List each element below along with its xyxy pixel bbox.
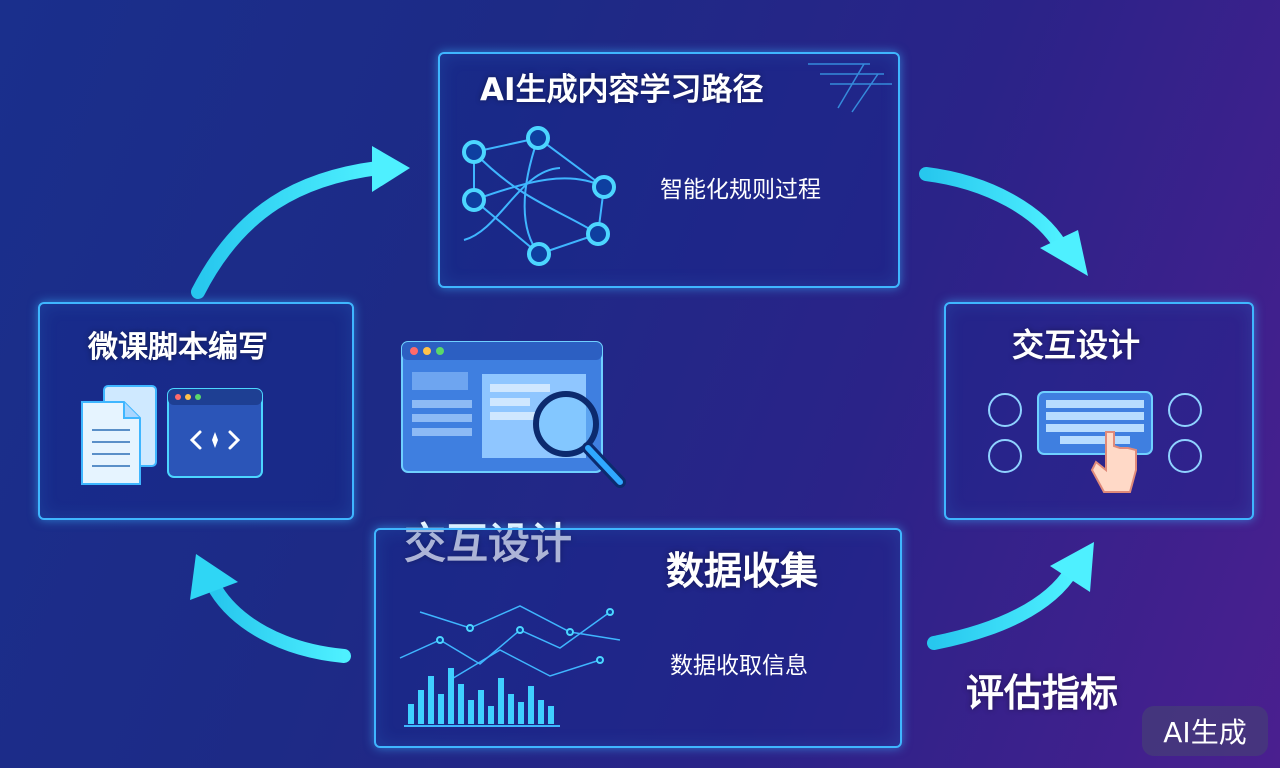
evaluation-metrics-label: 评估指标 — [966, 671, 1119, 715]
node-top-subtitle: 智能化规则过程 — [660, 177, 821, 203]
arrow-top-to-right — [919, 167, 1088, 276]
node-bottom-title: 数据收集 — [666, 549, 819, 593]
arrow-bottom-to-right — [927, 542, 1094, 650]
node-top-panel — [438, 52, 900, 288]
node-center-title: 交互设计 — [404, 519, 573, 568]
ai-generated-badge: AI生成 — [1142, 706, 1268, 756]
arrow-bottom-to-left — [190, 554, 351, 663]
arrow-left-to-top — [191, 146, 410, 299]
node-bottom-subtitle: 数据收取信息 — [670, 653, 808, 679]
node-top-title: AI生成内容学习路径 — [480, 72, 764, 108]
node-right-title: 交互设计 — [1012, 326, 1141, 364]
node-left-title: 微课脚本编写 — [88, 330, 268, 365]
